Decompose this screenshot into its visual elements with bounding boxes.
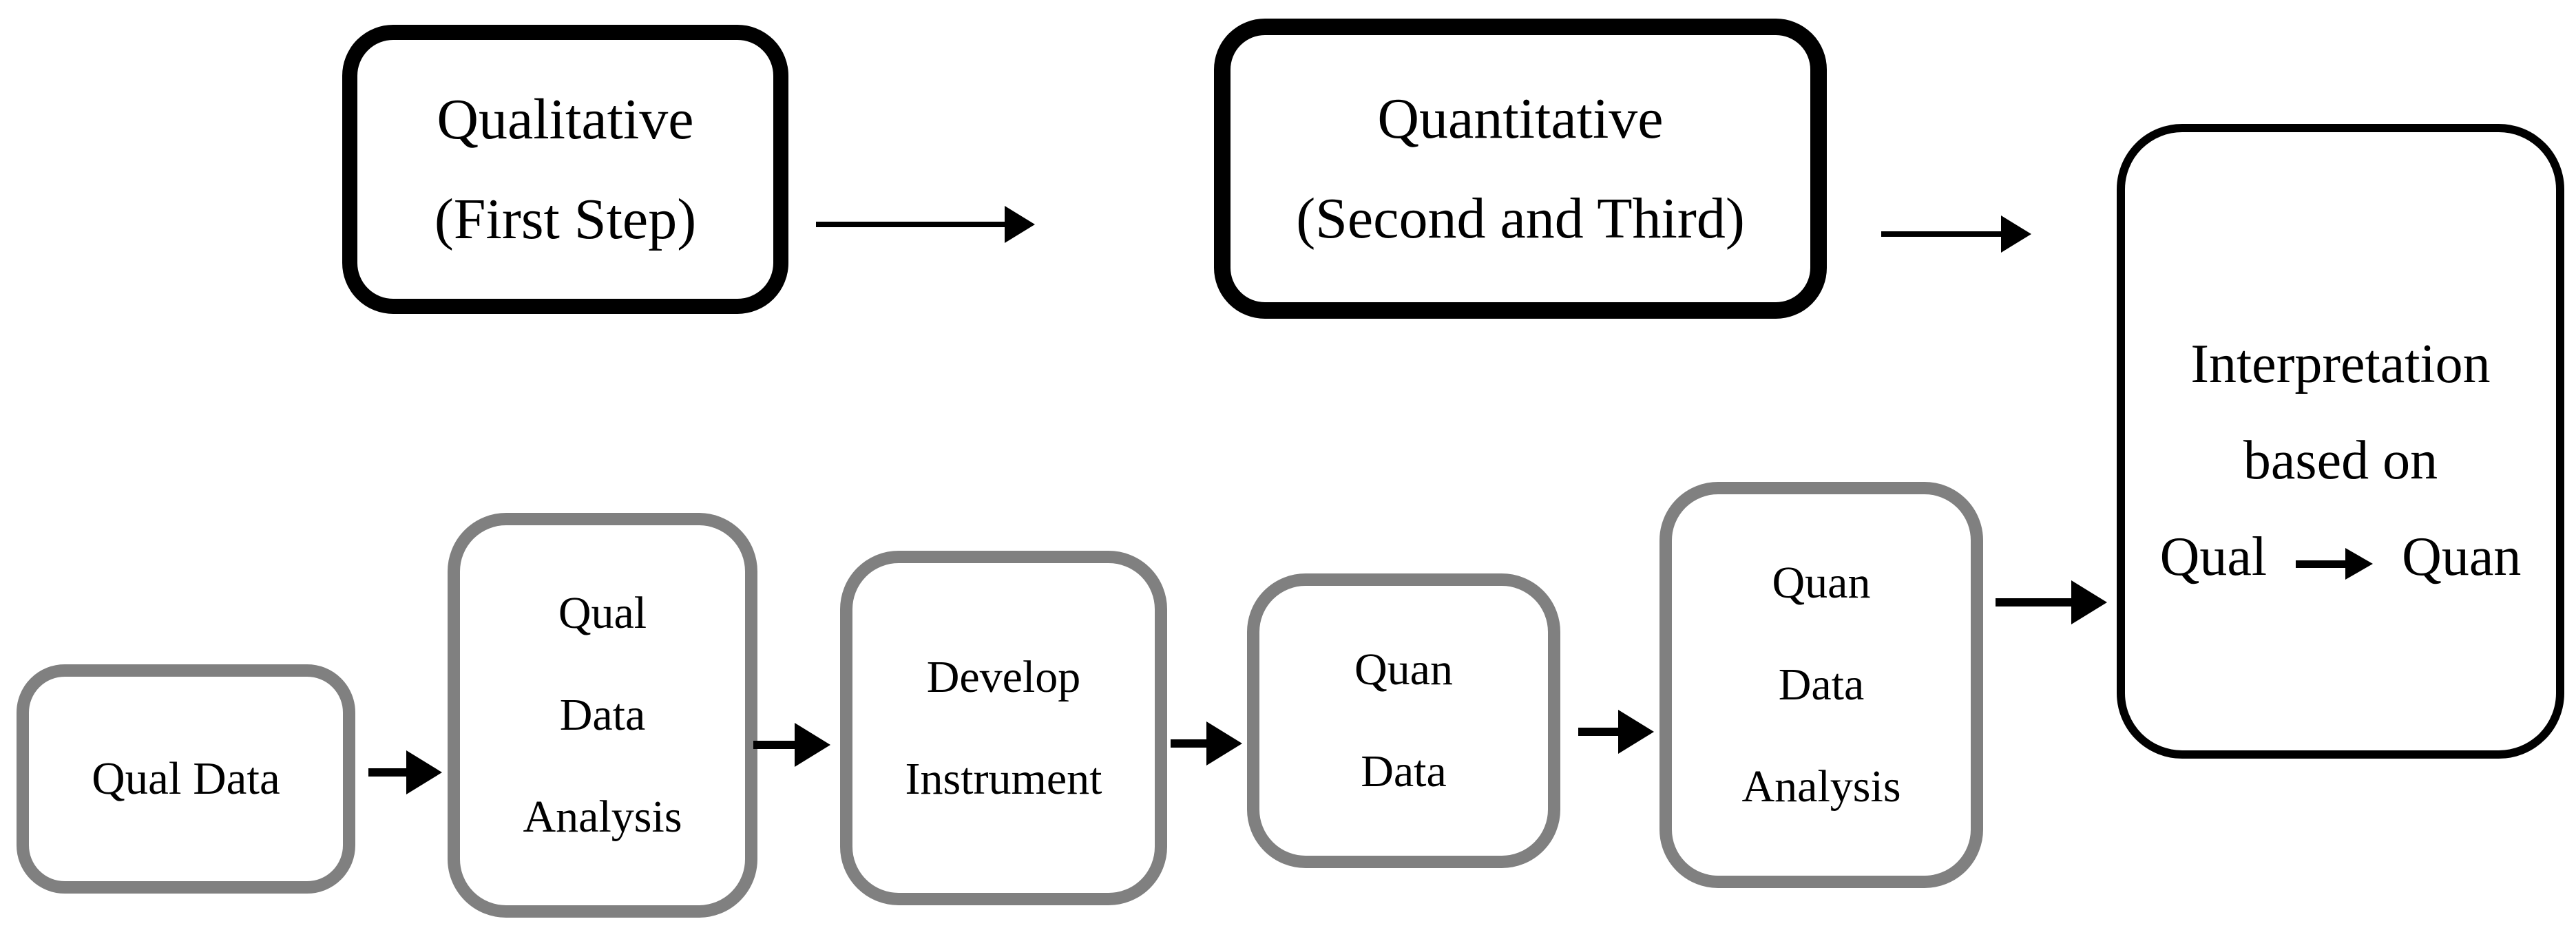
arrow-quantitative-to-interpretation-icon bbox=[1881, 215, 2031, 253]
node-qual-data-analysis-line2: Data bbox=[559, 690, 646, 740]
node-develop-instrument-line2: Instrument bbox=[905, 753, 1102, 804]
node-interpretation-line3: Qual Quan bbox=[2160, 509, 2522, 605]
arrow-shaft bbox=[1171, 739, 1206, 748]
arrow-head bbox=[406, 750, 442, 794]
node-qualitative-subtitle: (First Step) bbox=[434, 187, 697, 251]
arrow-head bbox=[2001, 215, 2031, 253]
node-quantitative-subtitle: (Second and Third) bbox=[1296, 187, 1745, 251]
node-quan-data-analysis-line3: Analysis bbox=[1741, 761, 1901, 812]
node-qualitative-title: Qualitative bbox=[437, 87, 694, 151]
arrow-shaft bbox=[753, 741, 795, 749]
arrow-head bbox=[1618, 710, 1654, 754]
node-quantitative-title: Quantitative bbox=[1377, 87, 1664, 151]
arrow-head bbox=[795, 723, 830, 767]
arrow-qual-analysis-to-develop-icon bbox=[753, 723, 830, 767]
arrow-qualitative-to-quantitative-icon bbox=[816, 206, 1035, 243]
arrow-shaft bbox=[1881, 231, 2001, 237]
node-interpretation-line1: Interpretation bbox=[2190, 333, 2491, 394]
node-develop-instrument: Develop Instrument bbox=[840, 551, 1167, 905]
node-develop-instrument-line1: Develop bbox=[926, 651, 1081, 702]
node-interpretation-line2: based on bbox=[2243, 430, 2438, 491]
node-quan-data: Quan Data bbox=[1247, 573, 1560, 868]
qual-to-quan-arrow-icon bbox=[2296, 548, 2374, 580]
node-quan-data-analysis-line1: Quan bbox=[1772, 558, 1871, 608]
arrow-head bbox=[2071, 580, 2107, 624]
node-quan-data-analysis-line2: Data bbox=[1778, 660, 1865, 710]
arrow-head bbox=[1206, 721, 1242, 766]
node-qual-data-analysis: Qual Data Analysis bbox=[448, 513, 757, 918]
node-qual-data-analysis-line1: Qual bbox=[558, 588, 647, 638]
arrow-quan-data-to-quan-analysis-icon bbox=[1578, 710, 1654, 754]
arrow-shaft bbox=[2296, 560, 2346, 568]
arrow-shaft bbox=[1996, 598, 2071, 606]
node-qual-data-label: Qual Data bbox=[92, 753, 280, 804]
node-qual-data-analysis-line3: Analysis bbox=[523, 792, 682, 842]
arrow-head bbox=[2345, 548, 2374, 580]
node-interpretation: Interpretation based on Qual Quan bbox=[2117, 124, 2564, 759]
node-qualitative: Qualitative (First Step) bbox=[342, 25, 788, 314]
arrow-shaft bbox=[368, 768, 406, 777]
interpretation-quan-label: Quan bbox=[2402, 526, 2522, 587]
node-quantitative: Quantitative (Second and Third) bbox=[1214, 19, 1827, 319]
arrow-develop-to-quan-data-icon bbox=[1171, 721, 1242, 766]
interpretation-qual-label: Qual bbox=[2159, 526, 2268, 587]
arrow-qual-data-to-qual-analysis-icon bbox=[368, 750, 442, 794]
node-quan-data-line1: Quan bbox=[1354, 644, 1453, 695]
node-quan-data-line2: Data bbox=[1361, 746, 1447, 796]
node-qual-data: Qual Data bbox=[17, 664, 355, 894]
arrow-shaft bbox=[1578, 728, 1618, 736]
arrow-shaft bbox=[816, 222, 1005, 227]
arrow-head bbox=[1005, 206, 1035, 243]
arrow-quan-analysis-to-interpretation-icon bbox=[1996, 580, 2107, 624]
node-quan-data-analysis: Quan Data Analysis bbox=[1659, 482, 1983, 888]
